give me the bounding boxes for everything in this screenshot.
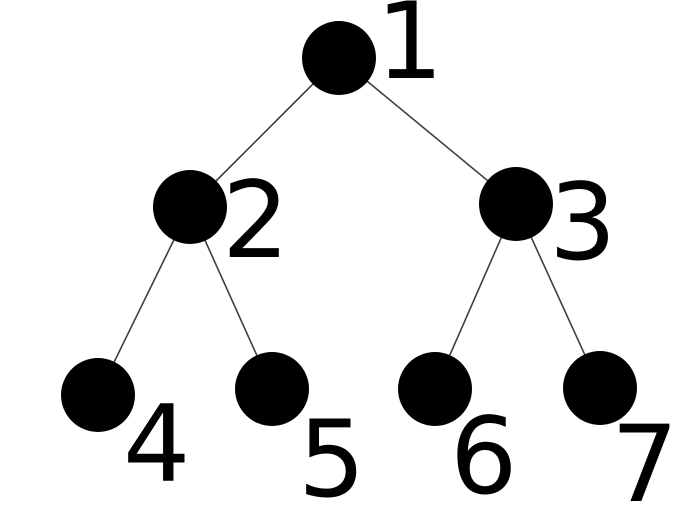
tree-node-label-6: 6 (450, 395, 517, 512)
tree-node-label-4: 4 (123, 383, 190, 506)
tree-node-label-7: 7 (611, 403, 678, 512)
tree-node-1[interactable] (302, 21, 376, 95)
tree-node-7[interactable] (563, 351, 637, 425)
tree-node-6[interactable] (398, 352, 472, 426)
tree-node-3[interactable] (479, 167, 553, 241)
tree-node-label-1: 1 (376, 0, 443, 103)
tree-node-label-2: 2 (222, 159, 289, 282)
tree-edge-1-3 (338, 57, 517, 205)
tree-node-label-3: 3 (549, 161, 616, 284)
node-layer (61, 21, 637, 432)
tree-node-2[interactable] (153, 170, 227, 244)
tree-node-4[interactable] (61, 358, 135, 432)
tree-node-label-5: 5 (298, 398, 365, 512)
tree-node-5[interactable] (235, 352, 309, 426)
